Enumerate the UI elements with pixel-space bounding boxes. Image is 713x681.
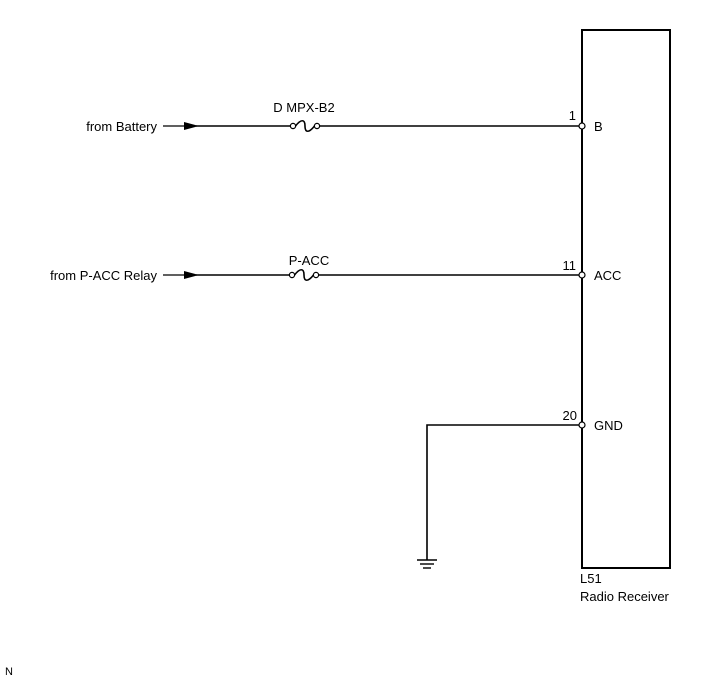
ground-pin-connector [578,421,586,429]
acc-source-label: from P-ACC Relay [50,268,157,283]
battery-circuit: from Battery D MPX-B2 1 B [86,100,602,134]
component-name: Radio Receiver [580,589,670,604]
battery-arrow-head [184,122,199,130]
battery-fuse-icon [294,119,316,133]
ground-terminal-label: GND [594,418,623,433]
acc-fuse-terminal-right [312,271,320,279]
ground-circuit: 20 GND [417,408,623,569]
ground-icon [417,559,437,569]
battery-fuse-terminal-left [289,122,297,130]
acc-fuse-label: P-ACC [289,253,329,268]
ground-wire [426,424,579,560]
acc-fuse-icon [293,268,315,282]
acc-circuit: from P-ACC Relay P-ACC 11 ACC [50,253,621,283]
acc-pin-number: 11 [563,258,577,273]
acc-fuse-terminal-left [288,271,296,279]
ground-pin-number: 20 [563,408,577,423]
component-code: L51 [580,571,602,586]
battery-fuse-label: D MPX-B2 [273,100,334,115]
battery-source-label: from Battery [86,119,157,134]
battery-terminal-label: B [594,119,603,134]
battery-fuse-terminal-right [313,122,321,130]
footer-mark: N [5,666,13,678]
acc-arrow-head [184,271,199,279]
acc-terminal-label: ACC [594,268,621,283]
acc-pin-connector [578,271,586,279]
battery-pin-connector [578,122,586,130]
battery-pin-number: 1 [569,108,576,123]
radio-receiver-box [581,29,671,569]
